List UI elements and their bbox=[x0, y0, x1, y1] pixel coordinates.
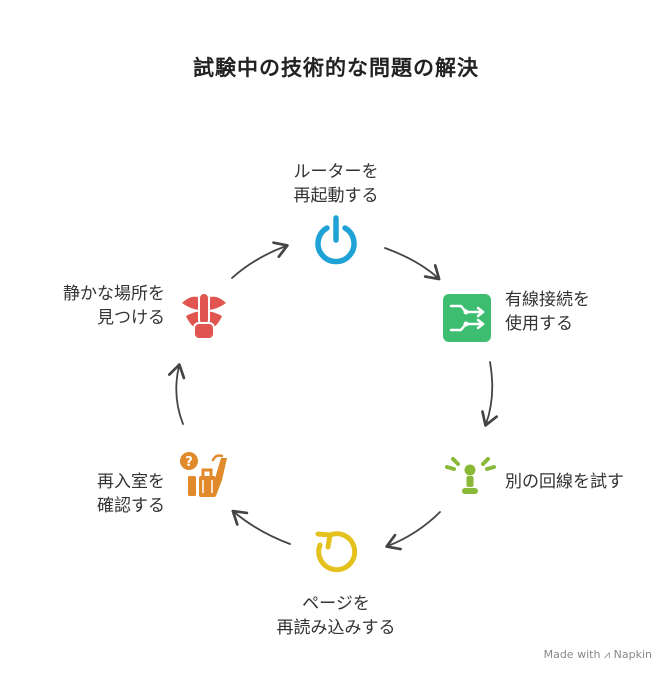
step-restart-router-line1: ルーターを bbox=[293, 162, 379, 182]
napkin-logo-icon: ⩘ bbox=[603, 648, 611, 661]
arrow-6 bbox=[231, 241, 289, 279]
arrow-4 bbox=[231, 509, 291, 545]
step-wired-connection-line2: 使用する bbox=[505, 314, 573, 334]
signal-tower-icon bbox=[445, 457, 496, 494]
arrow-2 bbox=[481, 361, 498, 427]
step-restart-router-line2: 再起動する bbox=[293, 186, 379, 206]
reload-icon bbox=[315, 531, 358, 573]
step-wired-connection: 有線接続を 使用する bbox=[505, 288, 655, 336]
shush-icon bbox=[182, 292, 226, 340]
diagram-title: 試験中の技術的な問題の解決 bbox=[193, 56, 479, 80]
luggage-question-icon: ? bbox=[180, 452, 227, 497]
arrow-3 bbox=[385, 511, 441, 551]
network-switch-icon bbox=[443, 294, 491, 342]
step-try-other-line-text: 別の回線を試す bbox=[505, 472, 624, 492]
step-restart-router: ルーターを 再起動する bbox=[256, 160, 416, 208]
arrow-1 bbox=[384, 247, 441, 281]
step-find-quiet-place-line2: 見つける bbox=[97, 308, 165, 328]
step-reload-page-line1: ページを bbox=[302, 594, 370, 614]
step-find-quiet-place-line1: 静かな場所を bbox=[63, 284, 165, 304]
power-icon bbox=[315, 215, 357, 265]
step-confirm-reentry: 再入室を 確認する bbox=[20, 470, 165, 518]
step-try-other-line: 別の回線を試す bbox=[505, 470, 660, 494]
step-reload-page: ページを 再読み込みする bbox=[246, 592, 426, 640]
arrow-5 bbox=[167, 363, 186, 425]
made-with-napkin: Made with ⩘ Napkin bbox=[544, 648, 652, 662]
step-wired-connection-line1: 有線接続を bbox=[505, 290, 590, 310]
made-with-text: Made with bbox=[543, 648, 601, 661]
step-find-quiet-place: 静かな場所を 見つける bbox=[20, 282, 165, 330]
step-confirm-reentry-line2: 確認する bbox=[97, 496, 165, 516]
napkin-brand: Napkin bbox=[613, 648, 652, 661]
step-confirm-reentry-line1: 再入室を bbox=[97, 472, 165, 492]
svg-text:?: ? bbox=[185, 455, 193, 470]
step-reload-page-line2: 再読み込みする bbox=[276, 618, 396, 638]
